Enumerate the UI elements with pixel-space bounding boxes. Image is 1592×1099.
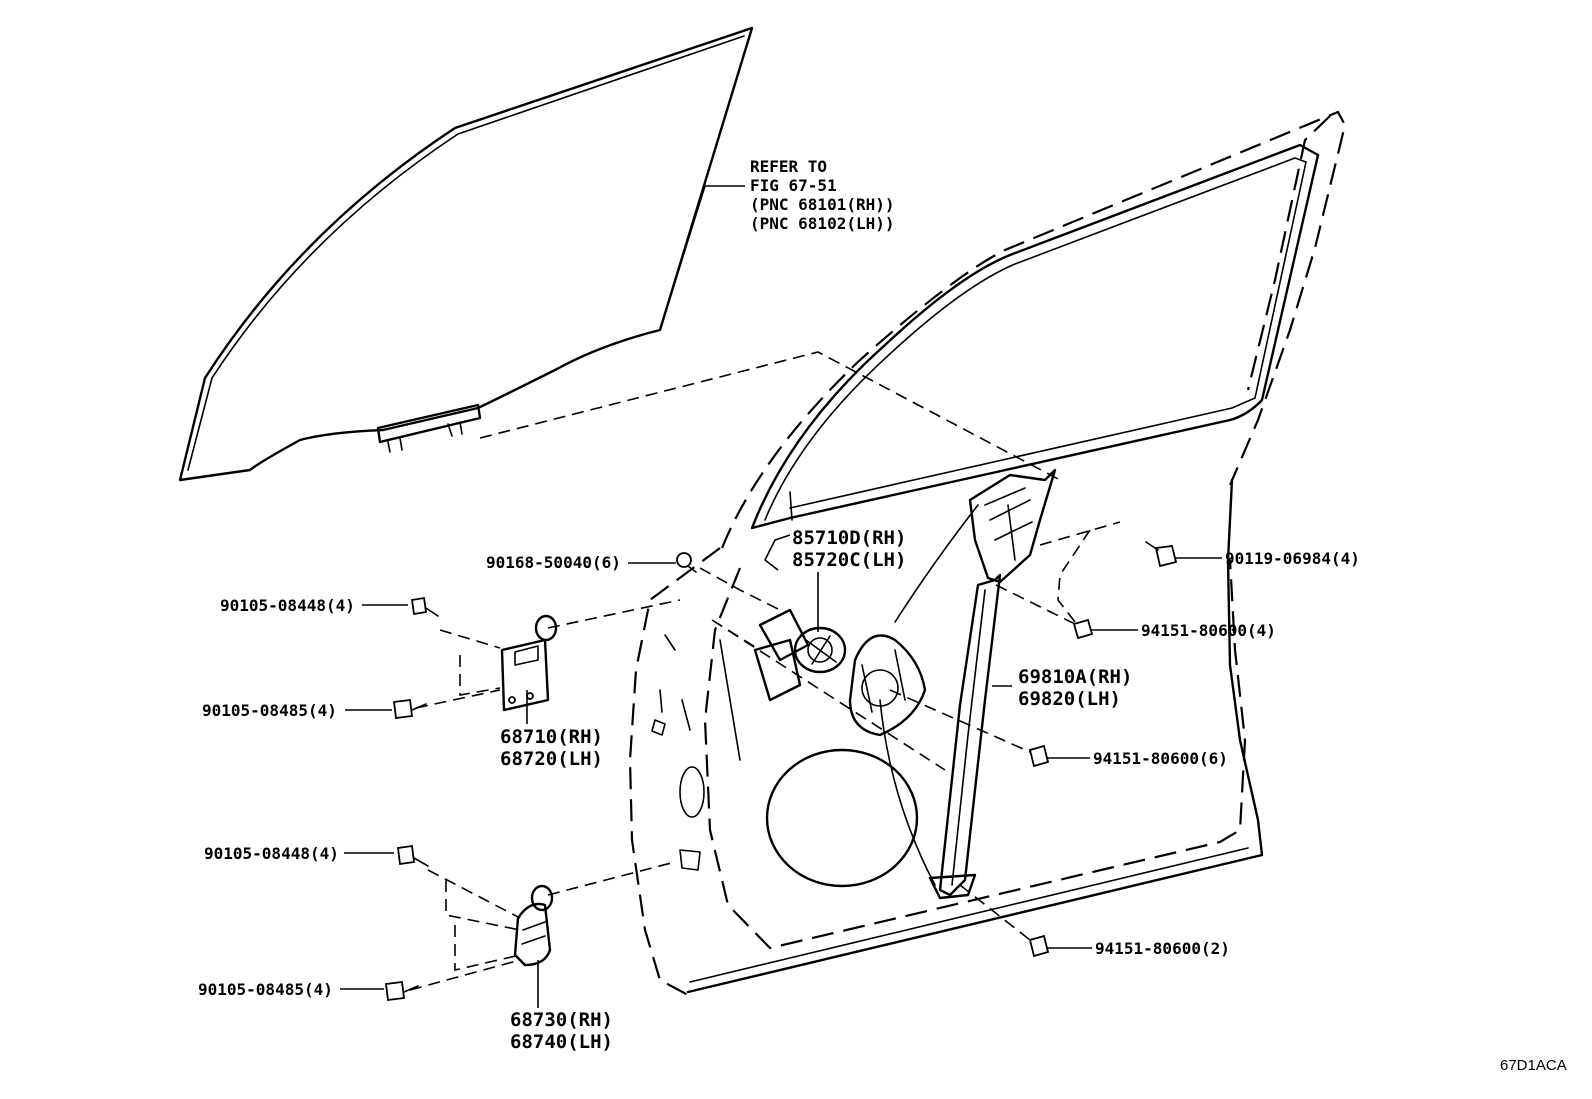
motor-label-lh: 85720C(LH)	[792, 549, 906, 571]
figure-code: 67D1ACA	[1500, 1057, 1567, 1074]
lower-hinge-bolt-b-label: 90105-08485(4)	[198, 980, 333, 999]
bolt-right-upper-label: 90119-06984(4)	[1225, 549, 1360, 568]
door-glass	[178, 26, 754, 482]
lower-door-hinge	[513, 884, 554, 967]
reference-line-3: (PNC 68101(RH))	[750, 195, 895, 214]
lower-hinge-label-rh: 68730(RH)	[510, 1009, 613, 1031]
upper-door-hinge	[500, 614, 558, 712]
lower-hinge-bolt-a-label: 90105-08448(4)	[204, 844, 339, 863]
upper-hinge-label-rh: 68710(RH)	[500, 726, 603, 748]
upper-hinge-label-lh: 68720(LH)	[500, 748, 603, 770]
regulator-label-rh: 69810A(RH)	[1018, 666, 1132, 688]
assembly-lines	[409, 351, 1121, 991]
upper-hinge-bolt-b-label: 90105-08485(4)	[202, 701, 337, 720]
callout-labels: REFER TO FIG 67-51 (PNC 68101(RH)) (PNC …	[198, 157, 1567, 1074]
regulator-motor	[753, 608, 847, 702]
reference-line-4: (PNC 68102(LH))	[750, 214, 895, 233]
leader-lines	[340, 185, 1222, 1008]
upper-hinge-bolt-a-label: 90105-08448(4)	[220, 596, 355, 615]
regulator-label-lh: 69820(LH)	[1018, 688, 1121, 710]
nut-middle-label: 94151-80600(6)	[1093, 749, 1228, 768]
nut-upper-label: 94151-80600(4)	[1141, 621, 1276, 640]
nut-lower-label: 94151-80600(2)	[1095, 939, 1230, 958]
screw-upper-label: 90168-50040(6)	[486, 553, 621, 572]
motor-label-rh: 85710D(RH)	[792, 527, 906, 549]
door-frame	[628, 110, 1347, 996]
reference-line-1: REFER TO	[750, 157, 827, 176]
window-regulator	[848, 468, 1057, 900]
reference-line-2: FIG 67-51	[750, 176, 837, 195]
fasteners	[384, 541, 1178, 1002]
lower-hinge-label-lh: 68740(LH)	[510, 1031, 613, 1053]
